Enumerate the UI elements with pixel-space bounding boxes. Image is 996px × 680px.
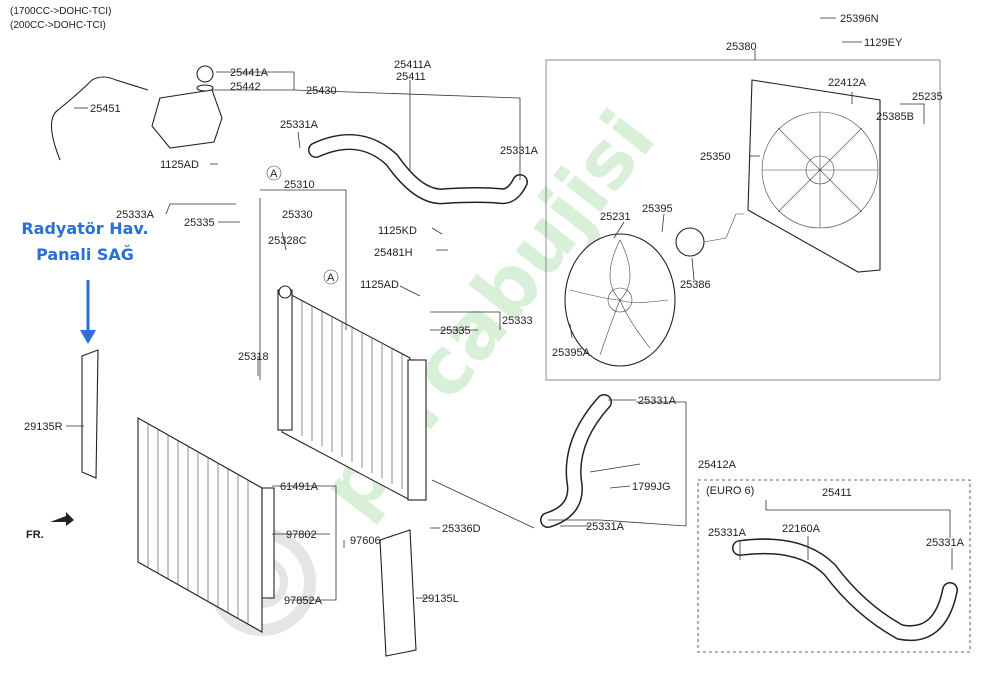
label-25333A: 25333A [116,209,155,221]
air-guard-29135R [81,349,99,479]
label-25336D: 25336D [442,523,481,535]
label-61491A: 61491A [280,481,319,493]
fan-motor-25386 [675,213,744,257]
label-1125KD: 1125KD [378,225,417,237]
label-1129EY: 1129EY [864,37,903,49]
ref-marker-a-1 [266,165,282,181]
euro6-label: (EURO 6) [706,485,754,497]
label-25335-1: 25335 [184,217,215,229]
label-97606: 97606 [350,535,381,547]
label-29135R: 29135R [24,421,63,433]
coolant-reservoir [151,65,223,149]
label-25235: 25235 [912,91,943,103]
label-25396N: 25396N [840,13,879,25]
cooling-fan-25231 [564,233,676,367]
label-25330: 25330 [282,209,313,221]
condenser-97606 [137,417,275,633]
leader-lines [66,17,953,601]
label-25411-top: 25411 [396,71,426,83]
label-25430: 25430 [306,85,337,97]
label-22412A: 22412A [828,77,867,89]
overflow-hose-25451 [50,76,149,161]
ref-marker-a-2 [323,269,339,285]
label-25335-2: 25335 [440,325,471,337]
label-25310: 25310 [284,179,315,191]
label-25331A-e1: 25331A [708,527,747,539]
label-25328C: 25328C [268,235,307,247]
label-25481H: 25481H [374,247,413,259]
label-25395A: 25395A [552,347,591,359]
label-25331A-2: 25331A [500,145,539,157]
fr-arrow-icon [50,512,74,526]
label-97852A: 97852A [284,595,323,607]
label-25395: 25395 [642,203,673,215]
label-25385B: 25385B [876,111,914,123]
header-line-2: (200CC->DOHC-TCI) [10,20,106,31]
label-25441A: 25441A [230,67,269,79]
label-25350: 25350 [700,151,731,163]
label-25331A-4: 25331A [586,521,625,533]
radiator-25310 [277,285,427,501]
label-25331A-3: 25331A [638,395,677,407]
label-25380: 25380 [726,41,757,53]
label-1125AD-2: 1125AD [360,279,399,291]
callout-line-1: Radyatör Hav. [21,219,149,238]
label-25231: 25231 [600,211,631,223]
callout-label: Radyatör Hav. Panali SAĞ [10,216,160,268]
label-25318: 25318 [238,351,269,363]
svg-text:A: A [327,272,335,284]
label-25412A: 25412A [698,459,737,471]
label-25386: 25386 [680,279,711,291]
callout-arrow [80,280,96,344]
air-guard-29135L [379,529,417,657]
label-25331A-1: 25331A [280,119,319,131]
header-line-1: (1700CC->DOHC-TCI) [10,6,111,17]
callout-line-2: Panali SAĞ [36,245,134,264]
label-25451: 25451 [90,103,121,115]
label-1799JG: 1799JG [632,481,671,493]
label-25331A-e2: 25331A [926,537,965,549]
svg-text:A: A [270,168,278,180]
label-97802: 97802 [286,529,317,541]
fr-label: FR. [26,529,44,541]
fan-shroud-box [545,59,941,381]
part-labels: 25396N 1129EY 25380 22412A 25235 25385B … [24,13,965,607]
fan-shroud-25350 [747,79,881,273]
label-25411A-top: 25411A [394,59,432,71]
label-1125AD-1: 1125AD [160,159,199,171]
label-25411-euro: 25411 [822,487,852,499]
label-25333: 25333 [502,315,533,327]
label-25442: 25442 [230,81,261,93]
label-29135L: 29135L [422,593,459,605]
label-22160A: 22160A [782,523,821,535]
